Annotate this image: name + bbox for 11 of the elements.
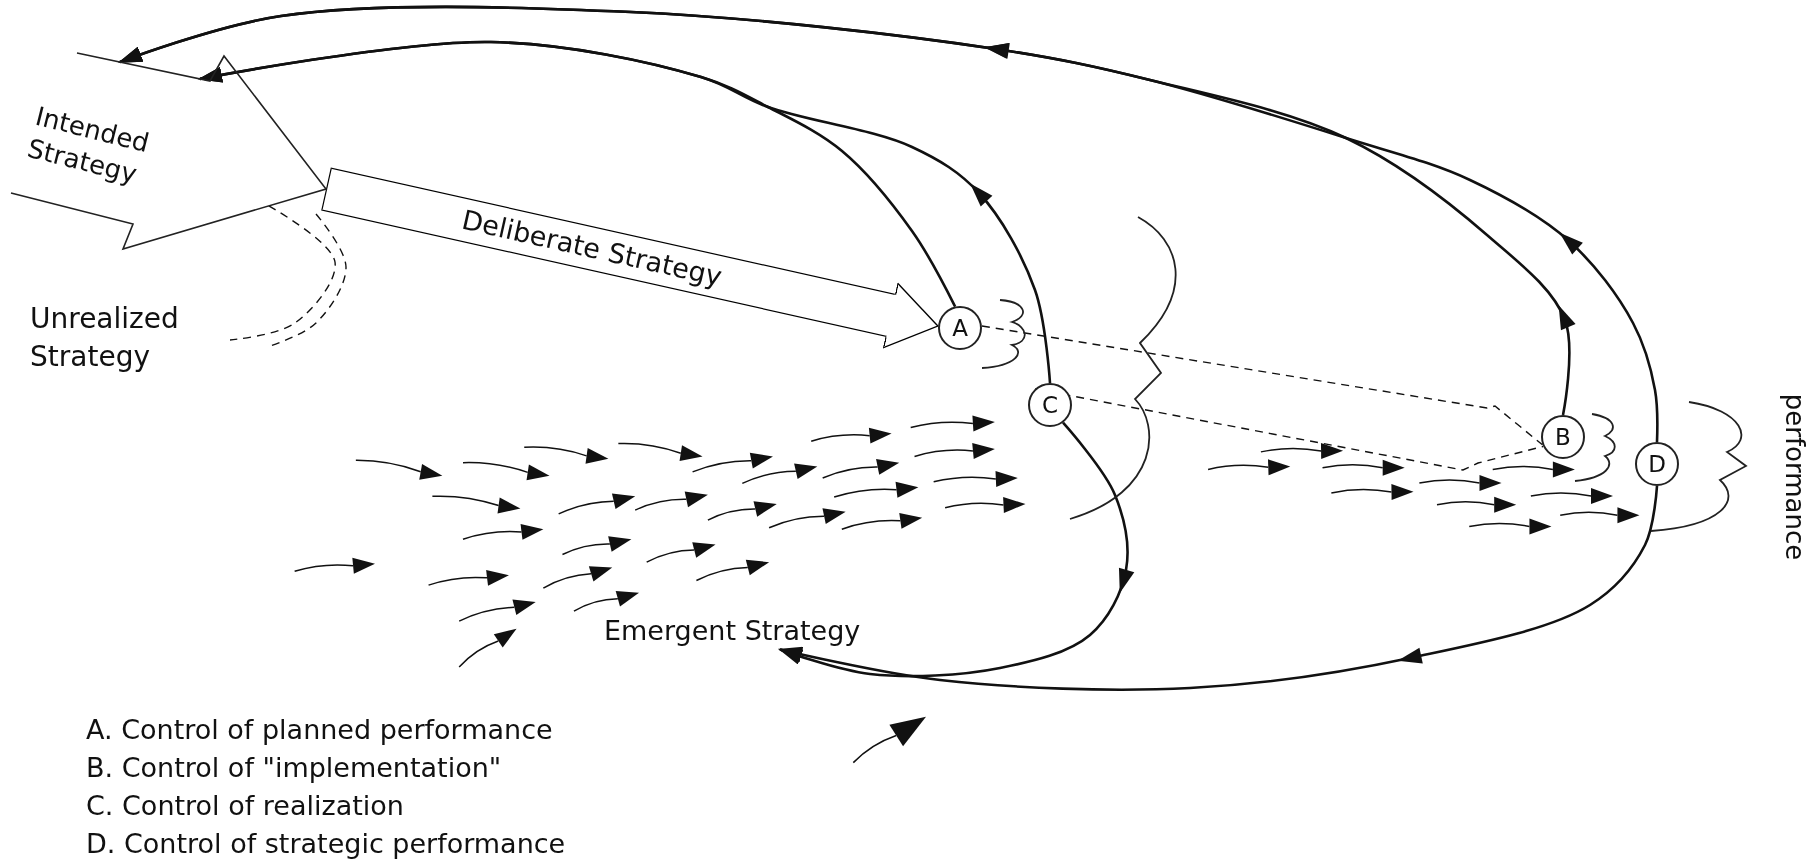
circle-marker: D	[1635, 442, 1679, 486]
circle-marker: C	[1028, 383, 1072, 427]
strategy-label: Emergent Strategy	[604, 613, 861, 650]
axis-label: performance	[1780, 393, 1810, 561]
legend-text: C. Control of realization	[86, 790, 404, 821]
legend-text: D. Control of strategic performance	[86, 828, 566, 859]
legend-text: B. Control of "implementation"	[86, 752, 502, 783]
strategy-label: Unrealized Strategy	[30, 300, 230, 376]
circle-marker: A	[938, 306, 982, 350]
circle-marker: B	[1541, 415, 1585, 459]
legend-text: A. Control of planned performance	[86, 714, 553, 745]
